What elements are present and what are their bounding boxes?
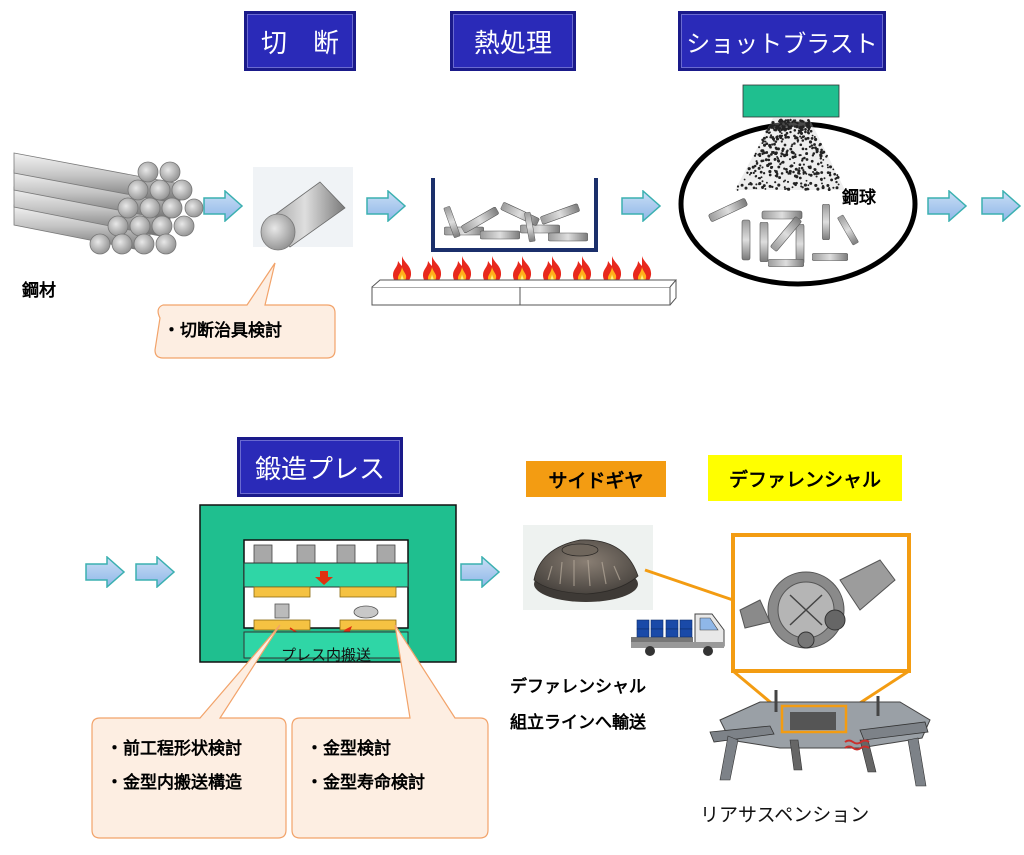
flow-arrow-icon [366,190,406,222]
shot-blast-chamber [678,84,918,287]
forge-right-note-2: ・金型寿命検討 [306,773,425,793]
rear-suspension-image [709,690,931,787]
heat-treatment-tank [431,178,598,252]
step-title-cut: 切 断 [244,11,356,71]
step-title-heat-treatment: 熱処理 [450,11,576,71]
flow-arrow-icon [85,556,125,588]
rear-suspension-label: リアサスペンション [700,804,870,826]
steel-bars-image [13,152,204,255]
transport-label-line2: 組立ラインへ輸送 [510,713,646,733]
differential-image [731,533,911,673]
press-down-arrow-icon [315,571,333,585]
forge-left-note-1: ・前工程形状検討 [106,739,242,759]
side-gear-image [523,525,653,610]
cut-note-callout [154,262,336,359]
forging-press [199,504,457,663]
flow-arrow-icon [460,556,500,588]
differential-tag: デファレンシャル [708,455,902,501]
cut-jig-note: ・切断治具検討 [163,321,282,341]
truck-icon [631,613,725,656]
steel-ball-label: 鋼球 [842,188,876,208]
billet-image [253,167,353,251]
flow-arrow-icon [927,190,967,222]
forge-right-note-1: ・金型検討 [306,739,391,759]
transport-label-line1: デファレンシャル [510,677,646,697]
steel-material-label: 鋼材 [22,281,56,301]
forge-left-callout [91,624,287,839]
burner-base [371,279,678,306]
forge-right-callout [291,624,489,839]
side-gear-tag: サイドギヤ [526,461,666,497]
flow-arrow-icon [621,190,661,222]
press-transfer-label: プレス内搬送 [280,646,371,664]
forge-left-note-2: ・金型内搬送構造 [106,773,242,793]
flow-arrow-icon [203,190,243,222]
flow-arrow-icon [981,190,1021,222]
step-title-shot-blast: ショットブラスト [678,11,886,71]
step-title-forging-press: 鍛造プレス [237,437,403,497]
flow-arrow-icon [135,556,175,588]
callout-line [644,568,734,602]
